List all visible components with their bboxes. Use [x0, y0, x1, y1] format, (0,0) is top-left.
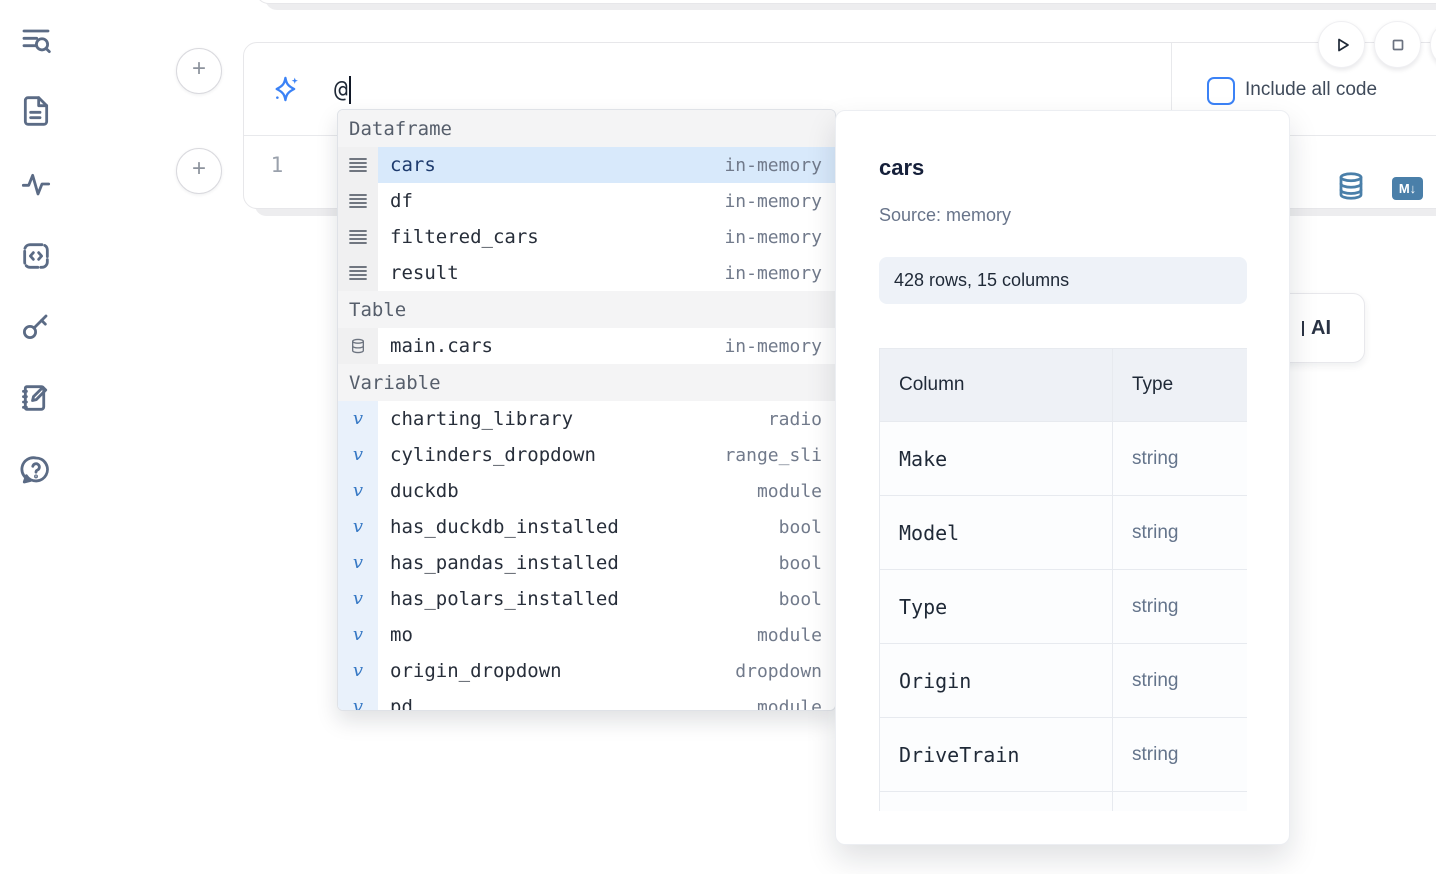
- section-header-variable: Variable: [338, 364, 835, 401]
- variable-icon: v: [338, 401, 378, 437]
- variable-icon: v: [338, 689, 378, 711]
- autocomplete-item[interactable]: v pd module: [338, 689, 835, 711]
- rows-icon: [338, 147, 378, 183]
- add-cell-button-top[interactable]: +: [176, 48, 222, 94]
- ai-button-label: AI: [1311, 317, 1331, 340]
- autocomplete-item[interactable]: v cylinders_dropdown range_sli: [338, 437, 835, 473]
- section-header-dataframe: Dataframe: [338, 110, 835, 147]
- stop-square-icon: [1386, 33, 1410, 57]
- help-chat-icon[interactable]: [20, 454, 52, 486]
- clipped-letter: [1302, 321, 1304, 336]
- rows-icon: [338, 255, 378, 291]
- table-header-row: Column Type: [880, 349, 1248, 422]
- play-icon: [1330, 33, 1354, 57]
- variable-icon: v: [338, 545, 378, 581]
- type-header: Type: [1113, 349, 1248, 422]
- datasource-icon[interactable]: [1336, 171, 1366, 201]
- schema-table-wrapper: Column Type Make string Model string Typ…: [879, 348, 1247, 811]
- autocomplete-item[interactable]: v has_pandas_installed bool: [338, 545, 835, 581]
- rows-icon: [338, 183, 378, 219]
- variable-icon: v: [338, 617, 378, 653]
- include-all-code-label: Include all code: [1245, 79, 1377, 101]
- helper-sidebar: [0, 0, 70, 874]
- autocomplete-item[interactable]: v mo module: [338, 617, 835, 653]
- ai-prompt-input[interactable]: @: [334, 73, 351, 107]
- autocomplete-item[interactable]: v has_duckdb_installed bool: [338, 509, 835, 545]
- table-row: DriveTrain string: [880, 718, 1248, 792]
- variable-icon: v: [338, 509, 378, 545]
- autocomplete-item[interactable]: v has_polars_installed bool: [338, 581, 835, 617]
- ai-sparkle-icon: [272, 75, 300, 103]
- table-row: Origin string: [880, 644, 1248, 718]
- document-icon[interactable]: [20, 95, 52, 127]
- include-all-code-checkbox[interactable]: [1207, 77, 1235, 105]
- preview-title: cars: [879, 155, 924, 181]
- editor-line-number: 1: [264, 153, 290, 177]
- preview-source: Source: memory: [879, 205, 1011, 226]
- table-row: [880, 792, 1248, 812]
- table-row: Type string: [880, 570, 1248, 644]
- variable-icon: v: [338, 581, 378, 617]
- markdown-icon[interactable]: M↓: [1392, 177, 1423, 200]
- previous-cell-edge: [255, 0, 1436, 4]
- scratchpad-icon[interactable]: [20, 382, 52, 414]
- stop-button[interactable]: [1374, 21, 1421, 68]
- search-list-icon[interactable]: [20, 25, 52, 57]
- dataframe-preview-panel: cars Source: memory 428 rows, 15 columns…: [835, 110, 1290, 845]
- table-row: Model string: [880, 496, 1248, 570]
- autocomplete-item[interactable]: main.cars in-memory: [338, 328, 835, 364]
- keys-icon[interactable]: [20, 310, 52, 342]
- variable-icon: v: [338, 473, 378, 509]
- autocomplete-item[interactable]: v duckdb module: [338, 473, 835, 509]
- autocomplete-dropdown: Dataframe cars in-memory df in-memory fi…: [337, 109, 836, 711]
- autocomplete-item[interactable]: v charting_library radio: [338, 401, 835, 437]
- code-snippets-icon[interactable]: [20, 240, 52, 272]
- autocomplete-item[interactable]: cars in-memory: [338, 147, 835, 183]
- ai-prompt-value: @: [334, 77, 348, 103]
- add-cell-button-bottom[interactable]: +: [176, 148, 222, 194]
- shape-badge: 428 rows, 15 columns: [879, 257, 1247, 304]
- column-header: Column: [880, 349, 1113, 422]
- autocomplete-item[interactable]: df in-memory: [338, 183, 835, 219]
- text-cursor: [349, 76, 351, 104]
- rows-icon: [338, 219, 378, 255]
- autocomplete-item[interactable]: result in-memory: [338, 255, 835, 291]
- activity-icon[interactable]: [20, 168, 52, 200]
- run-cell-button[interactable]: [1318, 21, 1365, 68]
- autocomplete-item[interactable]: filtered_cars in-memory: [338, 219, 835, 255]
- variable-icon: v: [338, 437, 378, 473]
- table-row: Make string: [880, 422, 1248, 496]
- variable-icon: v: [338, 653, 378, 689]
- section-header-table: Table: [338, 291, 835, 328]
- autocomplete-item[interactable]: v origin_dropdown dropdown: [338, 653, 835, 689]
- database-icon: [338, 328, 378, 364]
- schema-table: Column Type Make string Model string Typ…: [879, 348, 1247, 811]
